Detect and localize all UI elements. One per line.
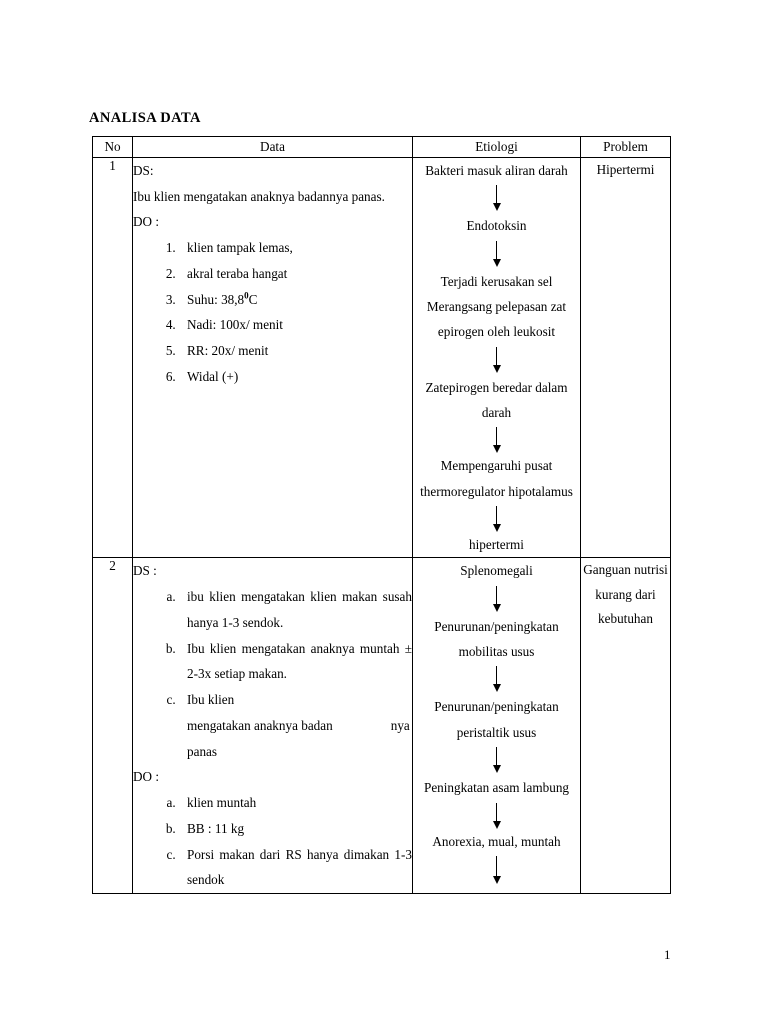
row-etiologi-cell: Splenomegali Penurunan/peningkatan mobil… (412, 557, 581, 894)
list-item: klien muntah (179, 790, 412, 816)
column-header-no: No (92, 136, 133, 158)
page-title: ANALISA DATA (89, 110, 201, 126)
table-row: 1 DS: Ibu klien mengatakan anaknya badan… (92, 156, 671, 559)
do-list: klien tampak lemas, akral teraba hangat … (133, 235, 412, 389)
column-header-problem: Problem (580, 136, 671, 158)
column-header-etiologi: Etiologi (412, 136, 581, 158)
arrow-down-icon (414, 239, 580, 269)
list-item: RR: 20x/ menit (179, 338, 412, 364)
flow-step: Peningkatan asam lambung (423, 780, 570, 796)
ds-item-c-line2: mengatakan anaknya badan (187, 717, 333, 733)
list-item: klien tampak lemas, (179, 235, 412, 261)
flow-step: Penurunan/peningkatan peristaltik usus (434, 699, 559, 740)
arrow-down-icon (414, 183, 580, 213)
flow-step: hipertermi (469, 537, 524, 553)
list-item: Ibu klien mengatakan anaknya badan nya pa… (179, 687, 412, 764)
ds-text: Ibu klien mengatakan anaknya badannya pa… (133, 188, 385, 204)
arrow-down-icon (414, 504, 580, 533)
list-item: ibu klien mengatakan klien makan susah h… (179, 584, 412, 635)
arrow-down-icon-clipped (414, 854, 580, 884)
table-row: 2 DS : ibu klien mengatakan klien makan … (92, 557, 671, 894)
page-number: 1 (664, 947, 671, 962)
arrow-down-icon (414, 801, 580, 829)
flow-step: Zatepirogen beredar dalam darah (425, 379, 568, 421)
arrow-down-icon (414, 584, 580, 614)
arrow-down-icon (414, 664, 580, 694)
ds-item-c-line3: panas (187, 743, 218, 759)
table-header-row: No Data Etiologi Problem (92, 136, 671, 158)
row-number: 1 (92, 156, 133, 559)
list-item: Ibu klien mengatakan anaknya muntah ± 2-… (179, 636, 412, 687)
column-header-data: Data (132, 136, 413, 158)
do-label: DO : (133, 769, 160, 785)
degree-superscript: 0 (244, 290, 249, 301)
row-problem-cell: Ganguan nutrisi kurang dari kebutuhan (580, 557, 671, 894)
flow-step: Penurunan/peningkatan mobilitas usus (434, 618, 559, 660)
list-item: akral teraba hangat (179, 261, 412, 287)
analisa-data-table: No Data Etiologi Problem 1 DS: Ibu klien… (92, 136, 671, 894)
arrow-down-icon (414, 425, 580, 454)
row-data-cell: DS : ibu klien mengatakan klien makan su… (132, 557, 413, 894)
do-list: klien muntah BB : 11 kg Porsi makan dari… (133, 790, 412, 893)
arrow-down-icon (414, 745, 580, 775)
do-label: DO : (133, 214, 160, 230)
list-item: Suhu: 38,80C (179, 287, 412, 313)
ds-list: ibu klien mengatakan klien makan susah h… (133, 584, 412, 764)
flow-step: Splenomegali (460, 563, 533, 579)
list-item: Porsi makan dari RS hanya dimakan 1-3 se… (179, 842, 412, 893)
row-number: 2 (92, 557, 133, 894)
arrow-down-icon (414, 345, 580, 375)
suhu-unit: C (248, 291, 258, 307)
flow-step: Endotoksin (466, 218, 527, 234)
list-item: Nadi: 100x/ menit (179, 312, 412, 338)
row-data-cell: DS: Ibu klien mengatakan anaknya badanny… (132, 156, 413, 559)
row-etiologi-cell: Bakteri masuk aliran darah Endotoksin Te… (412, 156, 581, 559)
suhu-value: Suhu: 38,8 (187, 291, 245, 307)
list-item: Widal (+) (179, 364, 412, 390)
flow-step: Anorexia, mual, muntah (432, 833, 561, 849)
flow-step: Merangsang pelepasan zat epirogen oleh l… (426, 299, 567, 340)
list-item: BB : 11 kg (179, 816, 412, 842)
ds-label: DS : (133, 563, 157, 579)
ds-label: DS: (133, 163, 154, 178)
flow-step: Mempengaruhi pusat thermoregulator hipot… (420, 458, 573, 499)
flow-step: Terjadi kerusakan sel (440, 273, 553, 289)
ds-item-c-line1: Ibu klien (187, 692, 235, 708)
flow-step: Bakteri masuk aliran darah (425, 163, 568, 178)
row-problem-cell: Hipertermi (580, 156, 671, 559)
ds-item-c-line2b: nya (390, 717, 410, 733)
